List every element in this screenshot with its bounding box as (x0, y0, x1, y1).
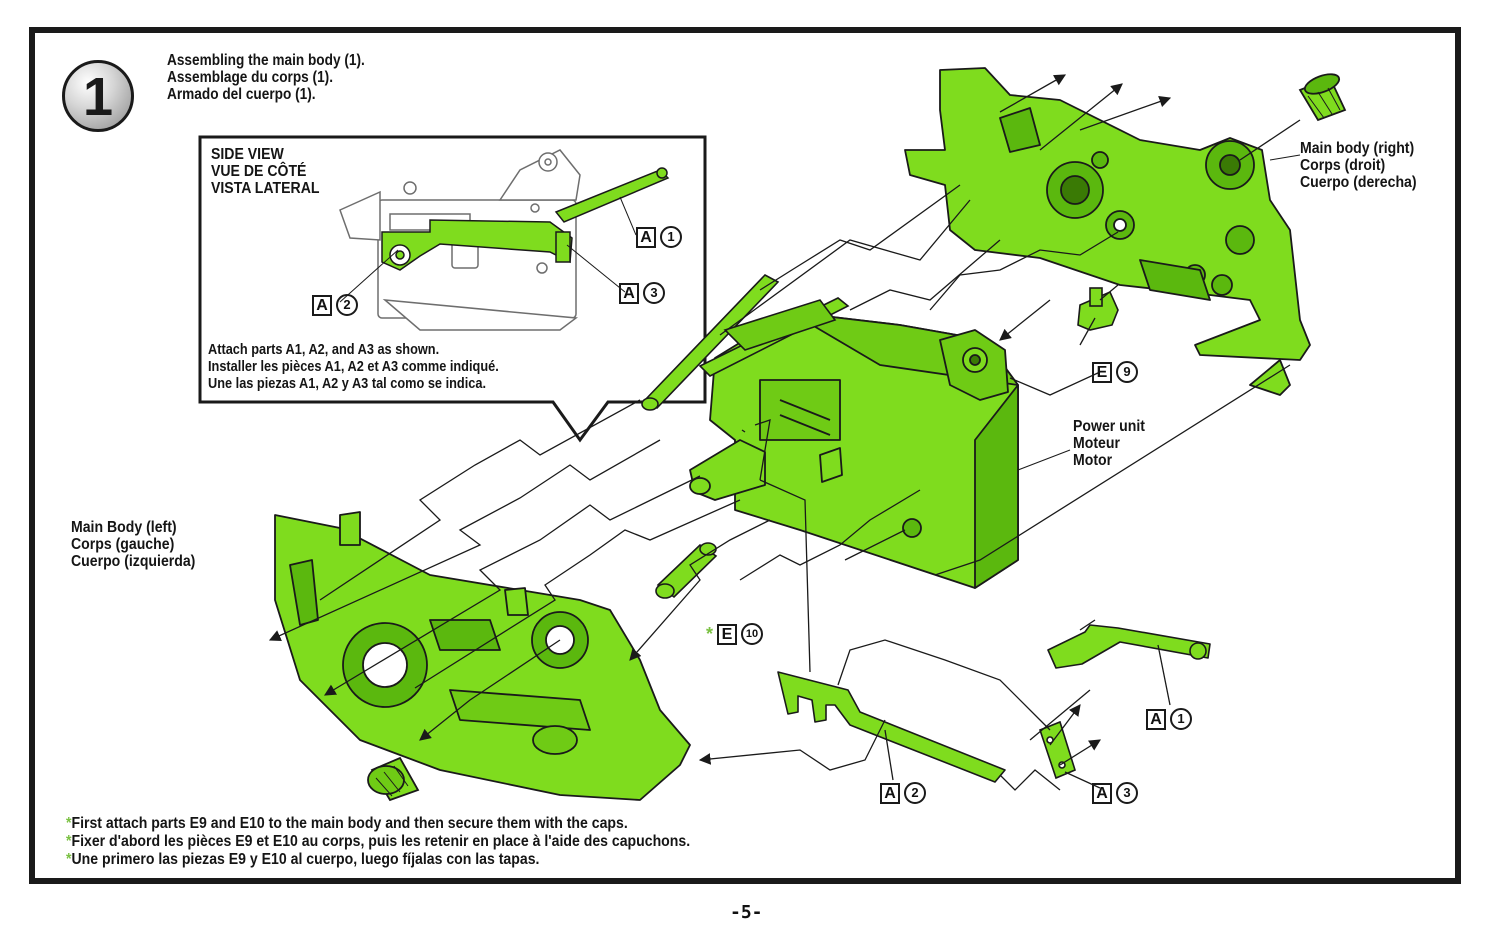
part-e10 (655, 542, 718, 599)
side-view-caption-fr: Installer les pièces A1, A2 et A3 comme … (208, 359, 499, 375)
asterisk-mark: * (66, 851, 72, 868)
asterisk-mark: * (66, 815, 72, 832)
step-title-en: Assembling the main body (1). (167, 52, 365, 69)
part-number: 1 (1170, 708, 1192, 730)
step-number-badge: 1 (62, 60, 134, 132)
part-letter: A (636, 226, 656, 248)
step-title-fr: Assemblage du corps (1). (167, 69, 334, 86)
label-main-body-left-fr: Corps (gauche) (71, 536, 175, 553)
side-view-label-a2: A 2 (312, 294, 358, 316)
label-main-body-right: Main body (right) Corps (droit) Cuerpo (… (1300, 140, 1417, 191)
step-number: 1 (82, 67, 114, 127)
label-power-unit-fr: Moteur (1073, 435, 1120, 452)
note-es-text: Une primero las piezas E9 y E10 al cuerp… (71, 851, 540, 868)
asterisk-mark: * (66, 833, 72, 850)
page-frame (29, 27, 1461, 884)
cap-top-right (1298, 73, 1347, 122)
note-fr-text: Fixer d'abord les pièces E9 et E10 au co… (71, 833, 691, 850)
part-a3 (1039, 720, 1076, 780)
assembly-notes: *First attach parts E9 and E10 to the ma… (66, 815, 690, 869)
cap-bottom-left (367, 756, 420, 802)
label-e10: * E 10 (706, 623, 764, 645)
power-unit-shafts (641, 274, 850, 411)
side-view-title-fr: VUE DE CÔTÉ (211, 163, 307, 180)
label-a2: A 2 (880, 782, 926, 804)
note-en: *First attach parts E9 and E10 to the ma… (66, 815, 690, 833)
label-power-unit-en: Power unit (1073, 418, 1145, 435)
label-leader-lines (1017, 154, 1301, 471)
power-unit (689, 311, 1019, 589)
label-main-body-left-es: Cuerpo (izquierda) (71, 553, 196, 570)
side-view-caption: Attach parts A1, A2, and A3 as shown. In… (208, 342, 499, 393)
side-view-mechanism-sketch (339, 149, 581, 331)
part-letter: A (880, 782, 900, 804)
main-body-right (904, 67, 1311, 396)
part-number: 3 (1116, 782, 1138, 804)
main-body-left (274, 511, 691, 801)
part-a2 (777, 671, 1006, 783)
part-number: 3 (643, 282, 665, 304)
side-view-title-es: VISTA LATERAL (211, 180, 320, 197)
part-number: 2 (904, 782, 926, 804)
asterisk-mark: * (706, 623, 714, 644)
label-main-body-right-fr: Corps (droit) (1300, 157, 1386, 174)
side-view-caption-es: Une las piezas A1, A2 y A3 tal como se i… (208, 376, 486, 392)
note-es: *Une primero las piezas E9 y E10 al cuer… (66, 851, 690, 869)
assembly-guide-lines (268, 74, 1301, 791)
label-power-unit-es: Motor (1073, 452, 1113, 469)
part-letter: A (1146, 708, 1166, 730)
label-main-body-left-en: Main Body (left) (71, 519, 177, 536)
side-view-label-a3: A 3 (619, 282, 665, 304)
label-a3: A 3 (1092, 782, 1138, 804)
part-a1 (1047, 624, 1211, 669)
label-a1: A 1 (1146, 708, 1192, 730)
page-number: -5- (730, 902, 763, 923)
label-power-unit: Power unit Moteur Motor (1073, 418, 1145, 469)
part-letter: E (1092, 361, 1112, 383)
side-view-title: SIDE VIEW VUE DE CÔTÉ VISTA LATERAL (211, 146, 319, 197)
part-number: 1 (660, 226, 682, 248)
part-letter: A (312, 294, 332, 316)
label-e9: E 9 (1092, 361, 1138, 383)
side-view-caption-en: Attach parts A1, A2, and A3 as shown. (208, 342, 440, 358)
label-main-body-left: Main Body (left) Corps (gauche) Cuerpo (… (71, 519, 195, 570)
step-title-es: Armado del cuerpo (1). (167, 86, 316, 103)
side-view-parts (381, 167, 670, 271)
part-number: 2 (336, 294, 358, 316)
part-letter: E (717, 623, 738, 645)
side-view-title-en: SIDE VIEW (211, 146, 284, 163)
part-letter: A (1092, 782, 1112, 804)
note-en-text: First attach parts E9 and E10 to the mai… (71, 815, 628, 832)
part-letter: A (619, 282, 639, 304)
part-number: 10 (741, 623, 764, 645)
side-view-callout (198, 135, 707, 443)
side-view-label-a1: A 1 (636, 226, 682, 248)
note-fr: *Fixer d'abord les pièces E9 et E10 au c… (66, 833, 690, 851)
label-main-body-right-es: Cuerpo (derecha) (1300, 174, 1417, 191)
part-e9 (1077, 287, 1119, 331)
part-number: 9 (1116, 361, 1138, 383)
label-main-body-right-en: Main body (right) (1300, 140, 1415, 157)
step-title: Assembling the main body (1). Assemblage… (167, 52, 365, 103)
